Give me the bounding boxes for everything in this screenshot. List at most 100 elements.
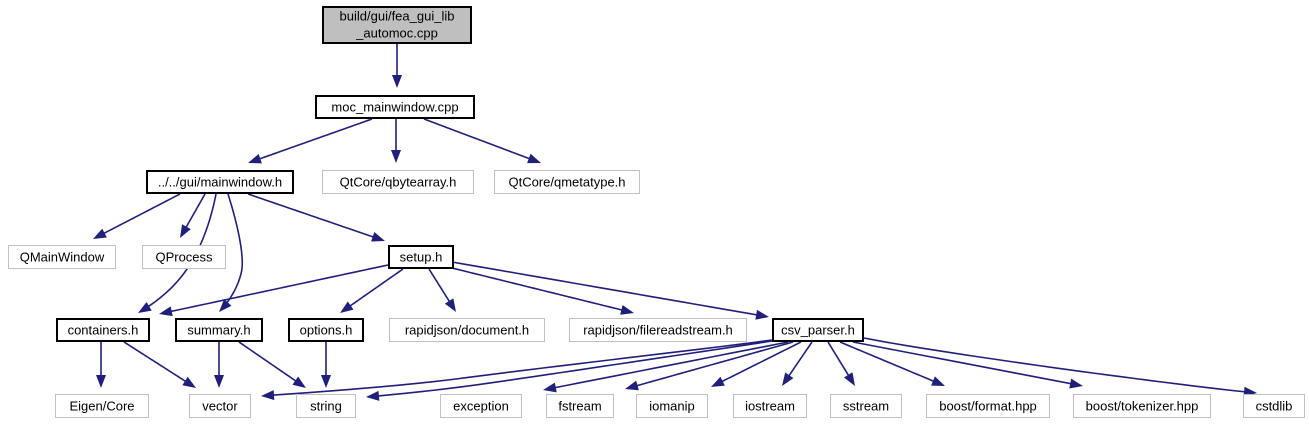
node-box-iostream[interactable]: [733, 394, 807, 418]
arrowhead-options-to-string: [321, 375, 331, 388]
node-box-qprocess[interactable]: [142, 245, 226, 269]
edge-csv-to-iomanip: [720, 341, 802, 383]
arrowhead-csv-to-exception: [543, 382, 557, 393]
node-boostformat[interactable]: boost/format.hpp: [926, 394, 1050, 418]
arrowhead-moc-to-qbytearray: [391, 150, 401, 163]
arrowhead-moc-to-mainwindow: [248, 153, 262, 164]
edge-csv-to-string: [376, 340, 773, 397]
node-box-boosttok[interactable]: [1073, 394, 1211, 418]
node-label-root-line1: build/gui/fea_gui_lib: [340, 8, 455, 23]
node-box-containers[interactable]: [56, 318, 150, 342]
node-label-setup: setup.h: [400, 249, 443, 264]
node-box-vector[interactable]: [189, 394, 251, 418]
node-iomanip[interactable]: iomanip: [636, 394, 708, 418]
node-box-qmetatype[interactable]: [494, 170, 640, 194]
node-qmetatype[interactable]: QtCore/qmetatype.h: [494, 170, 640, 194]
node-sstream[interactable]: sstream: [830, 394, 902, 418]
arrowhead-csv-to-boostformat: [931, 376, 945, 386]
node-box-summary[interactable]: [175, 318, 263, 342]
arrowhead-summary-to-string: [292, 376, 306, 388]
node-box-fstream[interactable]: [546, 394, 614, 418]
node-summary[interactable]: summary.h: [175, 318, 263, 342]
edge-mainwindow-to-summary: [225, 193, 244, 305]
node-fstream[interactable]: fstream: [546, 394, 614, 418]
node-root[interactable]: build/gui/fea_gui_lib_automoc.cpp: [322, 6, 472, 44]
node-box-iomanip[interactable]: [636, 394, 708, 418]
arrowhead-csv-to-vector: [261, 390, 275, 401]
node-box-root[interactable]: [322, 6, 472, 44]
edge-csv-to-iostream: [787, 341, 813, 378]
node-label-qprocess: QProcess: [155, 249, 213, 264]
node-boosttok[interactable]: boost/tokenizer.hpp: [1073, 394, 1211, 418]
edge-csv-to-exception: [553, 341, 789, 389]
arrowhead-root-to-moc: [392, 75, 402, 88]
node-options[interactable]: options.h: [288, 318, 364, 342]
edge-setup-to-rjfrs: [443, 265, 624, 312]
node-box-csv[interactable]: [772, 318, 864, 342]
node-box-exception[interactable]: [440, 394, 522, 418]
edge-moc-to-qmetatype: [423, 118, 531, 160]
node-box-moc[interactable]: [315, 95, 475, 119]
node-label-cstdlib: cstdlib: [1256, 398, 1293, 413]
arrowhead-containers-to-vector: [182, 376, 196, 388]
node-moc[interactable]: moc_mainwindow.cpp: [315, 95, 475, 119]
edges-layer: [93, 44, 1257, 401]
node-label-qmetatype: QtCore/qmetatype.h: [508, 174, 625, 189]
node-label-string: string: [310, 398, 342, 413]
node-box-eigen[interactable]: [55, 394, 149, 418]
node-qprocess[interactable]: QProcess: [142, 245, 226, 269]
node-rjfrs[interactable]: rapidjson/filereadstream.h: [569, 318, 747, 342]
arrowhead-csv-to-fstream: [625, 380, 639, 391]
node-label-boostformat: boost/format.hpp: [939, 398, 1037, 413]
node-box-setup[interactable]: [388, 245, 454, 269]
arrowhead-setup-to-rjfrs: [620, 305, 634, 315]
edge-csv-to-cstdlib: [863, 337, 1247, 393]
arrowhead-setup-to-options: [340, 301, 354, 313]
arrowhead-summary-to-vector: [214, 375, 224, 388]
node-box-boostformat[interactable]: [926, 394, 1050, 418]
node-setup[interactable]: setup.h: [388, 245, 454, 269]
node-box-rjdoc[interactable]: [389, 318, 545, 342]
node-label-containers: containers.h: [68, 322, 139, 337]
node-box-sstream[interactable]: [830, 394, 902, 418]
node-string[interactable]: string: [296, 394, 356, 418]
node-box-cstdlib[interactable]: [1243, 394, 1305, 418]
node-label-fstream: fstream: [558, 398, 601, 413]
node-csv[interactable]: csv_parser.h: [772, 318, 864, 342]
node-box-qbytearray[interactable]: [322, 170, 474, 194]
node-label-moc: moc_mainwindow.cpp: [331, 99, 458, 114]
node-label-qbytearray: QtCore/qbytearray.h: [340, 174, 457, 189]
node-cstdlib[interactable]: cstdlib: [1243, 394, 1305, 418]
node-label-mainwindow: ../../gui/mainwindow.h: [158, 174, 282, 189]
node-exception[interactable]: exception: [440, 394, 522, 418]
node-box-options[interactable]: [288, 318, 364, 342]
node-vector[interactable]: vector: [189, 394, 251, 418]
node-qbytearray[interactable]: QtCore/qbytearray.h: [322, 170, 474, 194]
nodes-layer: build/gui/fea_gui_lib_automoc.cpp moc_mai…: [8, 6, 1305, 418]
edge-mainwindow-to-qmainwindow: [102, 193, 181, 235]
node-label-boosttok: boost/tokenizer.hpp: [1086, 398, 1199, 413]
arrowhead-csv-to-iomanip: [711, 376, 725, 387]
node-label-qmainwindow: QMainWindow: [20, 249, 105, 264]
arrowhead-mainwindow-to-setup: [371, 232, 385, 242]
node-box-rjfrs[interactable]: [569, 318, 747, 342]
edge-setup-to-containers: [169, 264, 389, 313]
node-label-sstream: sstream: [843, 398, 889, 413]
node-box-string[interactable]: [296, 394, 356, 418]
node-mainwindow[interactable]: ../../gui/mainwindow.h: [146, 170, 294, 194]
node-containers[interactable]: containers.h: [56, 318, 150, 342]
arrowhead-mainwindow-to-containers: [138, 302, 152, 313]
edge-csv-to-boostformat: [839, 341, 936, 383]
node-label-csv: csv_parser.h: [781, 322, 855, 337]
node-box-qmainwindow[interactable]: [8, 245, 116, 269]
node-iostream[interactable]: iostream: [733, 394, 807, 418]
arrowhead-moc-to-qmetatype: [527, 153, 541, 164]
node-eigen[interactable]: Eigen/Core: [55, 394, 149, 418]
node-qmainwindow[interactable]: QMainWindow: [8, 245, 116, 269]
node-rjdoc[interactable]: rapidjson/document.h: [389, 318, 545, 342]
node-label-exception: exception: [453, 398, 509, 413]
node-box-mainwindow[interactable]: [146, 170, 294, 194]
arrowhead-setup-to-rjdoc: [444, 298, 456, 312]
